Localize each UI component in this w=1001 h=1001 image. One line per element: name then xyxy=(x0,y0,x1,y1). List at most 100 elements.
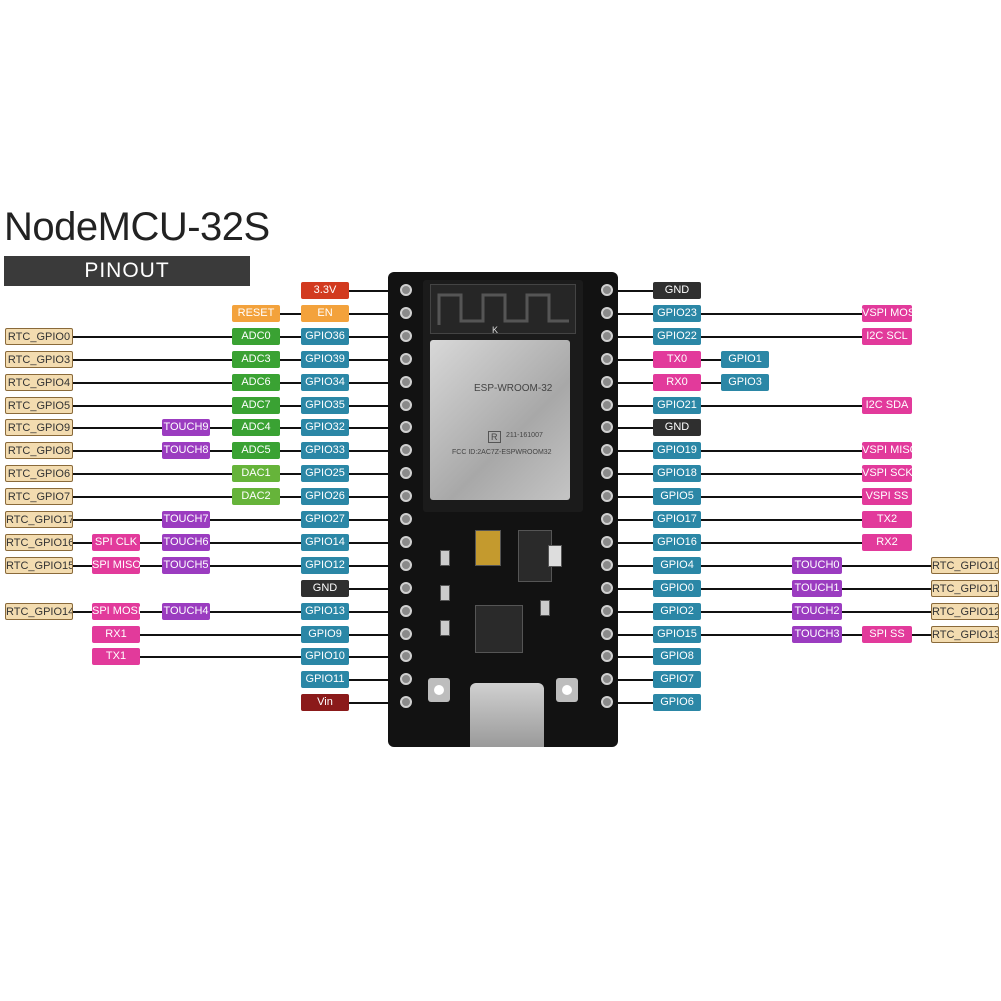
pin-label-gpio: GPIO34 xyxy=(301,374,349,391)
pin-label-spi: TX2 xyxy=(862,511,912,528)
pin-wire xyxy=(617,313,912,315)
pin-label-touch: TOUCH1 xyxy=(792,580,842,597)
pin-label-gpio: GPIO2 xyxy=(653,603,701,620)
pin-wire xyxy=(5,496,390,498)
pin-label-en: RESET xyxy=(232,305,280,322)
pin-wire xyxy=(617,542,912,544)
led xyxy=(548,545,562,567)
pin-label-spi: VSPI MISO xyxy=(862,442,912,459)
pin-label-gpio: GPIO0 xyxy=(653,580,701,597)
pin-hole xyxy=(601,628,613,640)
pin-hole xyxy=(400,353,412,365)
rf-shield xyxy=(430,340,570,500)
module-cert-label: 211-161007 xyxy=(506,432,543,439)
pin-hole xyxy=(400,307,412,319)
pin-hole xyxy=(400,582,412,594)
pin-label-touch: TOUCH9 xyxy=(162,419,210,436)
pin-hole xyxy=(601,284,613,296)
pin-label-spi: VSPI SCK xyxy=(862,465,912,482)
pin-wire xyxy=(617,519,912,521)
pin-wire xyxy=(92,656,390,658)
pin-hole xyxy=(400,513,412,525)
pin-label-gpio: GPIO19 xyxy=(653,442,701,459)
smd-resistor xyxy=(440,585,450,601)
pin-hole xyxy=(400,650,412,662)
pin-hole xyxy=(400,673,412,685)
pin-label-gpio: GPIO36 xyxy=(301,328,349,345)
pin-label-touch: TOUCH8 xyxy=(162,442,210,459)
pin-label-spi: VSPI MOSI xyxy=(862,305,912,322)
pin-label-gpio: GPIO5 xyxy=(653,488,701,505)
pin-hole xyxy=(400,559,412,571)
pin-label-gnd: GND xyxy=(653,419,701,436)
pin-hole xyxy=(601,330,613,342)
pin-label-rtc: RTC_GPIO4 xyxy=(5,374,73,391)
pin-label-gpio: GPIO39 xyxy=(301,351,349,368)
capacitor xyxy=(475,530,501,566)
pin-hole xyxy=(601,605,613,617)
pin-label-rtc: RTC_GPIO5 xyxy=(5,397,73,414)
pin-label-gpio: GPIO33 xyxy=(301,442,349,459)
pin-hole xyxy=(400,490,412,502)
pin-hole xyxy=(400,605,412,617)
pin-label-touch: TOUCH2 xyxy=(792,603,842,620)
pin-label-gpio: GPIO17 xyxy=(653,511,701,528)
pin-label-gpio: GPIO35 xyxy=(301,397,349,414)
pin-label-rtc: RTC_GPIO15 xyxy=(5,557,73,574)
pin-label-spi: TX0 xyxy=(653,351,701,368)
pin-label-gpio: GPIO22 xyxy=(653,328,701,345)
pin-wire xyxy=(5,382,390,384)
smd-resistor xyxy=(440,620,450,636)
pin-wire xyxy=(617,473,912,475)
pin-hole xyxy=(400,330,412,342)
pin-hole xyxy=(400,536,412,548)
pin-label-spi: RX0 xyxy=(653,374,701,391)
pin-label-touch: TOUCH3 xyxy=(792,626,842,643)
pin-label-spi: I2C SCL xyxy=(862,328,912,345)
pin-label-rtc: RTC_GPIO0 xyxy=(5,328,73,345)
pin-label-gpio: GPIO11 xyxy=(301,671,349,688)
pin-hole xyxy=(601,513,613,525)
pin-label-adc: ADC5 xyxy=(232,442,280,459)
pin-label-spi: I2C SDA xyxy=(862,397,912,414)
pin-label-rtc: RTC_GPIO10 xyxy=(931,557,999,574)
pin-label-gpio: GPIO4 xyxy=(653,557,701,574)
pin-hole xyxy=(400,696,412,708)
pin-label-touch: TOUCH4 xyxy=(162,603,210,620)
pin-hole xyxy=(601,673,613,685)
pin-label-rtc: RTC_GPIO6 xyxy=(5,465,73,482)
pin-wire xyxy=(617,336,912,338)
pin-label-touch: TOUCH7 xyxy=(162,511,210,528)
pin-hole xyxy=(601,376,613,388)
pin-label-gpio: GPIO9 xyxy=(301,626,349,643)
pin-hole xyxy=(400,628,412,640)
pin-label-gnd: GND xyxy=(301,580,349,597)
pin-label-gpio: GPIO32 xyxy=(301,419,349,436)
module-fcc-label: FCC ID:2AC7Z-ESPWROOM32 xyxy=(452,449,552,456)
pcb-antenna xyxy=(430,284,576,334)
pin-label-gpio: GPIO13 xyxy=(301,603,349,620)
pin-label-gnd: GND xyxy=(653,282,701,299)
pin-hole xyxy=(601,559,613,571)
pin-hole xyxy=(400,284,412,296)
pin-label-gpio: GPIO12 xyxy=(301,557,349,574)
pin-label-gpio: GPIO1 xyxy=(721,351,769,368)
r-mark: R xyxy=(488,431,501,443)
pin-hole xyxy=(601,421,613,433)
pin-label-spi: VSPI SS xyxy=(862,488,912,505)
pin-label-touch: TOUCH5 xyxy=(162,557,210,574)
pin-hole xyxy=(601,650,613,662)
pin-label-rtc: RTC_GPIO8 xyxy=(5,442,73,459)
pin-label-adc: ADC3 xyxy=(232,351,280,368)
pin-hole xyxy=(601,582,613,594)
pin-label-gpio: GPIO14 xyxy=(301,534,349,551)
pin-label-gpio: GPIO21 xyxy=(653,397,701,414)
usb-uart-chip xyxy=(475,605,523,653)
pin-hole xyxy=(601,696,613,708)
pin-wire xyxy=(92,634,390,636)
pin-label-spi: SPI MISO xyxy=(92,557,140,574)
pin-hole xyxy=(601,536,613,548)
pin-label-gpio: GPIO6 xyxy=(653,694,701,711)
smd-resistor xyxy=(440,550,450,566)
